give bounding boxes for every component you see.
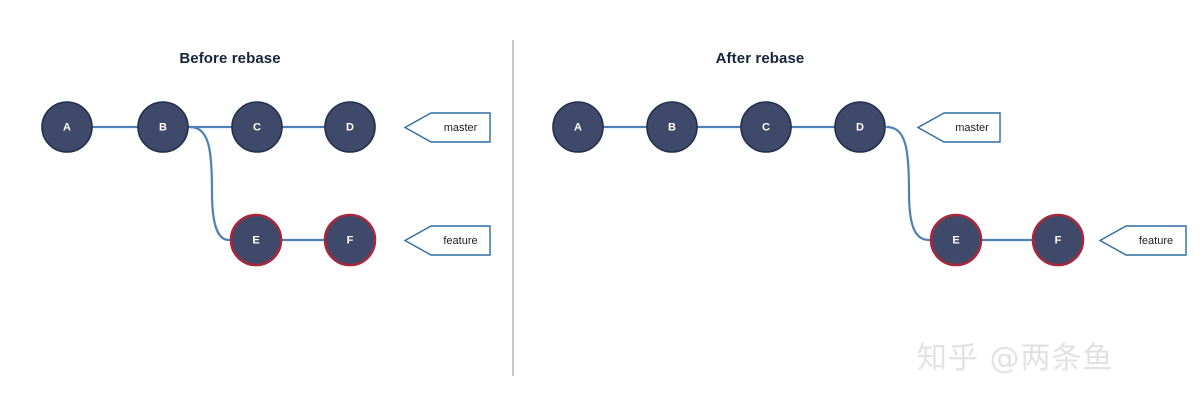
commit-node-A[interactable]: A: [552, 101, 604, 153]
commit-label: F: [1055, 235, 1062, 247]
commit-label: C: [762, 122, 770, 134]
commit-node-F[interactable]: F: [1031, 213, 1085, 267]
branch-label-text: master: [444, 122, 478, 134]
commit-circle: [231, 101, 283, 153]
commit-node-C[interactable]: C: [231, 101, 283, 153]
branch-label-shape: [916, 112, 1001, 143]
commit-label: B: [159, 122, 167, 134]
panel-title-after: After rebase: [715, 50, 805, 67]
commit-node-E[interactable]: E: [929, 213, 983, 267]
commit-circle: [740, 101, 792, 153]
commit-node-D[interactable]: D: [324, 101, 376, 153]
commit-label: E: [252, 235, 259, 247]
commit-circle: [552, 101, 604, 153]
edge-B-E: [188, 125, 231, 242]
edge-D-E: [885, 125, 931, 242]
commit-label: A: [574, 122, 582, 134]
commit-node-D[interactable]: D: [834, 101, 886, 153]
commit-circle: [929, 213, 983, 267]
branch-label-text: master: [955, 122, 989, 134]
commit-node-E[interactable]: E: [229, 213, 283, 267]
commit-circle: [41, 101, 93, 153]
branch-label-feature[interactable]: feature: [403, 225, 491, 256]
branch-label-text: feature: [443, 235, 477, 247]
branch-labels: master feature master feature: [403, 112, 1187, 256]
branch-label-shape: [1098, 225, 1187, 256]
commit-label: C: [253, 122, 261, 134]
branch-label-master[interactable]: master: [403, 112, 491, 143]
commit-label: B: [668, 122, 676, 134]
branch-label-shape: [403, 112, 491, 143]
commit-circle: [646, 101, 698, 153]
commit-circle: [834, 101, 886, 153]
commit-circle: [1031, 213, 1085, 267]
commit-node-B[interactable]: B: [137, 101, 189, 153]
commit-nodes: A B C D E F A B C D E F: [41, 101, 1085, 267]
commit-node-B[interactable]: B: [646, 101, 698, 153]
panel-title-before: Before rebase: [179, 50, 281, 67]
branch-label-shape: [403, 225, 491, 256]
commit-circle: [229, 213, 283, 267]
commit-circle: [324, 101, 376, 153]
branch-label-master[interactable]: master: [916, 112, 1001, 143]
commit-edges: [90, 125, 1035, 242]
commit-label: E: [952, 235, 959, 247]
commit-node-F[interactable]: F: [323, 213, 377, 267]
commit-label: F: [347, 235, 354, 247]
commit-label: D: [856, 122, 864, 134]
branch-label-feature[interactable]: feature: [1098, 225, 1187, 256]
commit-label: A: [63, 122, 71, 134]
commit-node-A[interactable]: A: [41, 101, 93, 153]
commit-circle: [323, 213, 377, 267]
commit-label: D: [346, 122, 354, 134]
watermark: 知乎 @两条鱼: [917, 341, 1114, 376]
branch-label-text: feature: [1139, 235, 1173, 247]
commit-node-C[interactable]: C: [740, 101, 792, 153]
commit-circle: [137, 101, 189, 153]
